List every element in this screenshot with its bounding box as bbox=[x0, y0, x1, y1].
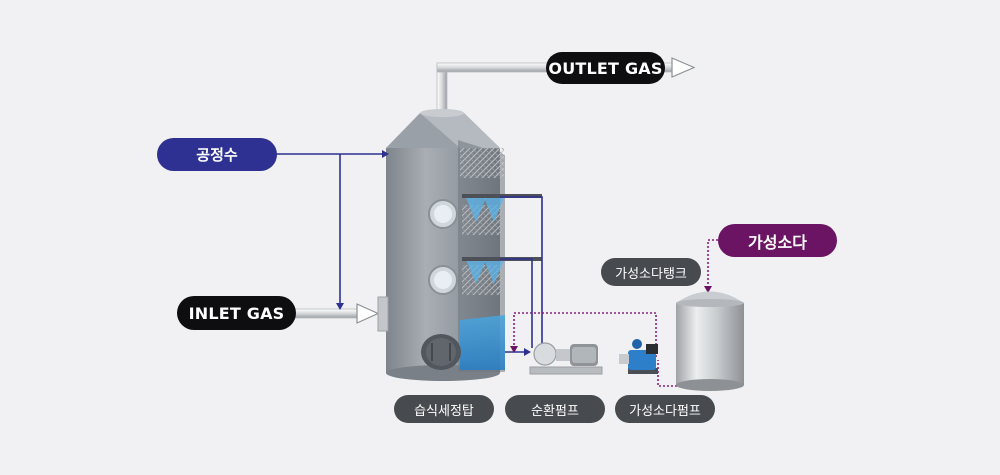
caustic-soda-tank-label: 가성소다탱크 bbox=[601, 258, 701, 286]
caustic-soda-pump-label: 가성소다펌프 bbox=[615, 395, 715, 423]
wet-scrubber-tower bbox=[386, 109, 542, 381]
process-water-label: 공정수 bbox=[157, 138, 277, 171]
caustic-soda-pump-icon bbox=[619, 339, 658, 374]
process-water-line bbox=[276, 153, 543, 353]
water-arrow-icon bbox=[524, 348, 531, 356]
soda-arrow-icon bbox=[510, 346, 518, 353]
circulation-pump-icon bbox=[529, 342, 603, 375]
inlet-duct bbox=[293, 296, 389, 332]
outlet-gas-label: OUTLET GAS bbox=[546, 52, 665, 84]
soda-arrow-icon bbox=[704, 286, 712, 293]
inlet-arrow-icon bbox=[356, 303, 380, 324]
caustic-soda-tank-icon bbox=[676, 291, 744, 391]
caustic-soda-label: 가성소다 bbox=[718, 224, 837, 257]
water-arrow-icon bbox=[382, 150, 389, 158]
outlet-arrow-icon bbox=[671, 57, 696, 78]
circulation-pump-label: 순환펌프 bbox=[505, 395, 605, 423]
wet-scrubber-label: 습식세정탑 bbox=[394, 395, 494, 423]
water-arrow-icon bbox=[336, 303, 344, 310]
inlet-gas-label: INLET GAS bbox=[177, 296, 296, 330]
